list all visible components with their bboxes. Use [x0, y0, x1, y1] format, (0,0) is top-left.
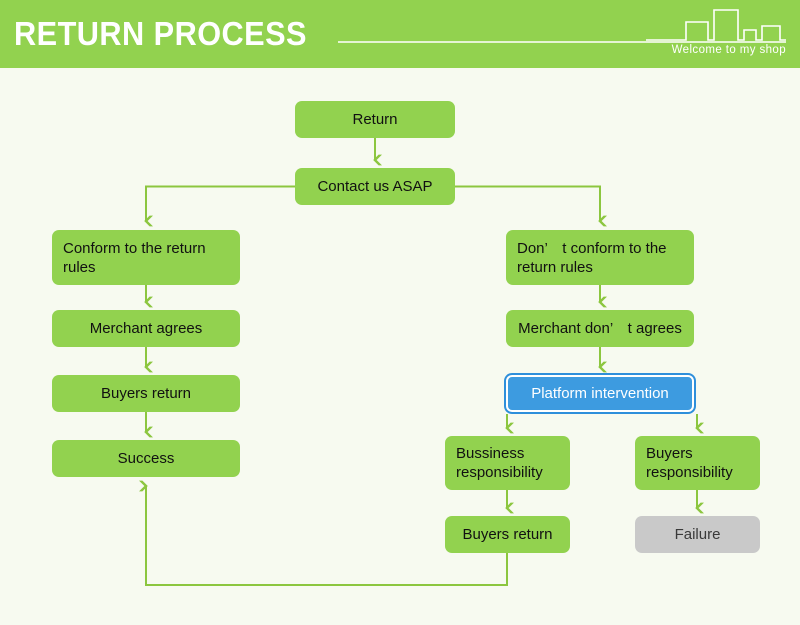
node-platform-intervention-label: Platform intervention	[531, 385, 669, 402]
node-buyers-responsibility[interactable]: Buyers responsibility	[635, 436, 760, 490]
node-conform-to-return-rules-label: Conform to the return rules	[63, 239, 206, 276]
node-success[interactable]: Success	[52, 440, 240, 477]
connector-contact-to-conform	[144, 185, 295, 227]
node-return[interactable]: Return	[295, 101, 455, 138]
node-contact-us-asap-label: Contact us ASAP	[317, 178, 433, 195]
node-merchant-agrees[interactable]: Merchant agrees	[52, 310, 240, 347]
node-buyers-responsibility-label: Buyers responsibility	[646, 445, 733, 481]
node-merchant-dont-agrees-label: Merchant don’ t agrees	[518, 320, 682, 337]
page-title: RETURN PROCESS	[14, 15, 307, 52]
node-buyers-return-right[interactable]: Buyers return	[445, 516, 570, 553]
flowchart-canvas: Return Contact us ASAP Conform to the re…	[0, 68, 800, 625]
node-failure-label: Failure	[674, 526, 721, 543]
node-contact-us-asap[interactable]: Contact us ASAP	[295, 168, 455, 205]
page-header: RETURN PROCESS Welcome to my shop	[0, 0, 800, 68]
node-merchant-dont-agrees[interactable]: Merchant don’ t agrees	[506, 310, 694, 347]
node-conform-to-return-rules[interactable]: Conform to the return rules	[52, 230, 240, 285]
node-dont-conform-to-return-rules[interactable]: Don’ t conform to the return rules	[506, 230, 694, 285]
city-skyline-icon	[646, 9, 786, 41]
node-buyers-return-right-label: Buyers return	[462, 526, 553, 543]
header-divider-rule	[338, 41, 786, 43]
node-buyers-return-left-label: Buyers return	[100, 385, 192, 402]
node-merchant-agrees-label: Merchant agrees	[89, 320, 203, 337]
node-return-label: Return	[352, 111, 398, 128]
node-bussiness-responsibility[interactable]: Bussiness responsibility	[445, 436, 570, 490]
connector-contact-to-not-conform	[455, 185, 607, 227]
flowchart-connectors	[139, 138, 704, 586]
node-platform-intervention[interactable]: Platform intervention	[506, 375, 694, 412]
node-dont-conform-to-return-rules-label: Don’ t conform to the return rules	[517, 239, 667, 276]
node-buyers-return-left[interactable]: Buyers return	[52, 375, 240, 412]
node-failure[interactable]: Failure	[635, 516, 760, 553]
header-tagline: Welcome to my shop	[671, 44, 786, 56]
connector-buyers-return-to-success-loop	[139, 480, 508, 586]
node-bussiness-responsibility-label: Bussiness responsibility	[456, 445, 543, 481]
node-success-label: Success	[117, 450, 175, 467]
